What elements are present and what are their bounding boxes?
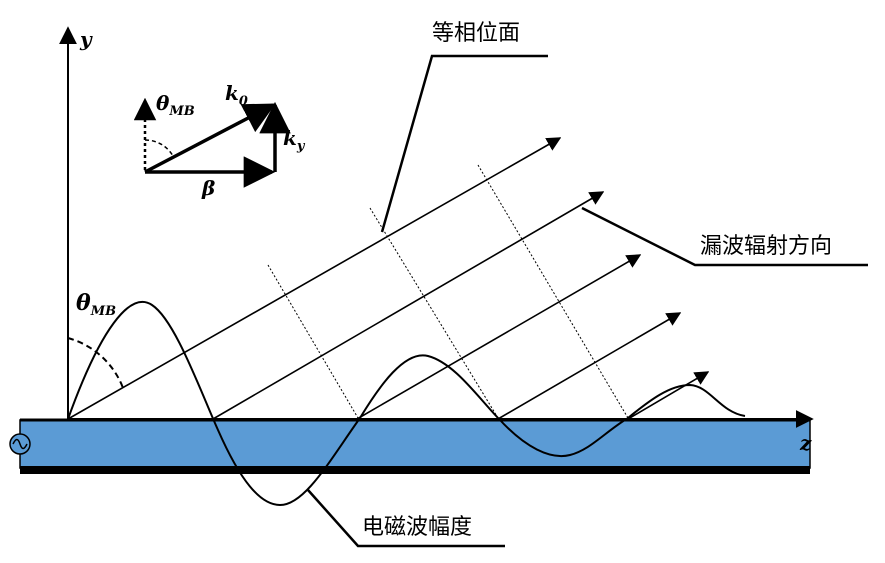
k0-vector	[144, 103, 276, 174]
y-axis-label: y	[79, 27, 93, 51]
inset-angle-arc	[144, 139, 174, 157]
source-icon	[9, 433, 31, 455]
vector-inset: θMB k0 ky β	[133, 81, 306, 200]
beta-label: β	[201, 176, 215, 200]
radiation-ray	[212, 191, 605, 420]
z-axis-label: z	[799, 431, 812, 455]
waveguide-bottom-strip	[20, 466, 810, 474]
radiation-ray	[356, 254, 642, 420]
leaky-direction-leader	[581, 206, 868, 267]
radiation-ray	[67, 137, 562, 420]
theta-mb-label: θMB	[76, 290, 116, 319]
inset-theta-mb-label: θMB	[156, 91, 195, 119]
waveguide-body	[19, 419, 811, 469]
em-wave-curve	[67, 300, 746, 507]
leaky-direction-label: 漏波辐射方向	[700, 234, 832, 259]
radiation-ray	[627, 371, 710, 420]
equiphase-line	[267, 264, 359, 419]
equiphase-planes	[267, 164, 629, 419]
em-amplitude-label: 电磁波幅度	[362, 515, 472, 540]
phase-front-leader	[380, 54, 548, 233]
equiphase-line	[477, 164, 629, 419]
ky-label: ky	[283, 126, 306, 154]
phase-front-label: 等相位面	[432, 21, 520, 46]
k0-label: k0	[225, 81, 248, 109]
equiphase-line	[369, 207, 499, 419]
radiation-rays	[67, 137, 710, 420]
radiation-ray	[497, 312, 682, 420]
em-amplitude-leader	[307, 489, 505, 548]
theta-angle-arc	[67, 337, 124, 389]
